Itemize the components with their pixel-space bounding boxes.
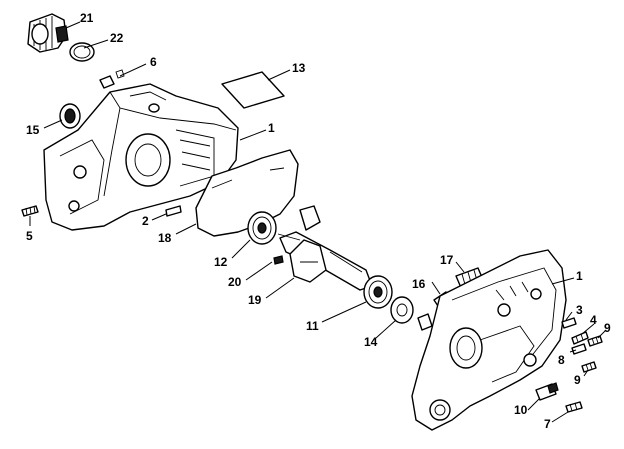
part-19-crankshaft (277, 205, 373, 291)
callout-18: 18 (158, 231, 172, 245)
callout-2: 2 (142, 214, 149, 228)
callout-17: 17 (440, 253, 454, 267)
callout-21: 21 (80, 11, 94, 25)
callout-6: 6 (150, 55, 157, 69)
part-13-cover-plate (221, 71, 285, 109)
part-18-gasket (195, 149, 299, 237)
crankcase-half-right (411, 249, 567, 431)
part-20-woodruff-key (273, 255, 284, 265)
callout-12: 12 (214, 255, 228, 269)
part-2-dowel-pin (165, 205, 182, 217)
callout-7: 7 (544, 417, 551, 431)
part-11-ball-bearing (363, 275, 393, 309)
callout-9-lower: 9 (574, 373, 581, 387)
crankcase-half-left (43, 83, 239, 231)
part-21-oil-pump (27, 13, 69, 53)
callout-15: 15 (26, 123, 40, 137)
callout-9-upper: 9 (604, 321, 611, 335)
callout-11: 11 (306, 319, 319, 333)
part-8-stud (571, 343, 587, 355)
callout-labels: 21 22 6 13 15 1 2 18 5 12 20 19 17 16 1 … (26, 11, 611, 431)
part-9-screw-lower (581, 361, 597, 373)
callout-22: 22 (110, 31, 124, 45)
part-14-seal (390, 296, 414, 324)
part-3-screw (561, 317, 577, 329)
callout-1-upper: 1 (268, 121, 275, 135)
callout-14: 14 (364, 335, 378, 349)
part-15-oil-seal (59, 103, 81, 129)
part-22-o-ring (69, 42, 95, 62)
part-6-stud (99, 69, 125, 89)
callout-16: 16 (412, 277, 426, 291)
callout-4: 4 (590, 313, 597, 327)
part-5-screw (21, 205, 39, 217)
leader-lines (29, 21, 607, 423)
part-4-screw (571, 331, 589, 345)
part-9-screw-upper (587, 335, 603, 347)
callout-3: 3 (576, 303, 583, 317)
callout-10: 10 (514, 403, 528, 417)
callout-1-lower: 1 (576, 269, 583, 283)
callout-8: 8 (558, 353, 565, 367)
callout-19: 19 (248, 293, 262, 307)
callout-13: 13 (292, 61, 306, 75)
callout-5: 5 (26, 229, 33, 243)
callout-20: 20 (228, 275, 242, 289)
part-12-ball-bearing (247, 211, 277, 245)
part-10-bolt (535, 382, 559, 401)
part-7-screw (565, 401, 583, 413)
